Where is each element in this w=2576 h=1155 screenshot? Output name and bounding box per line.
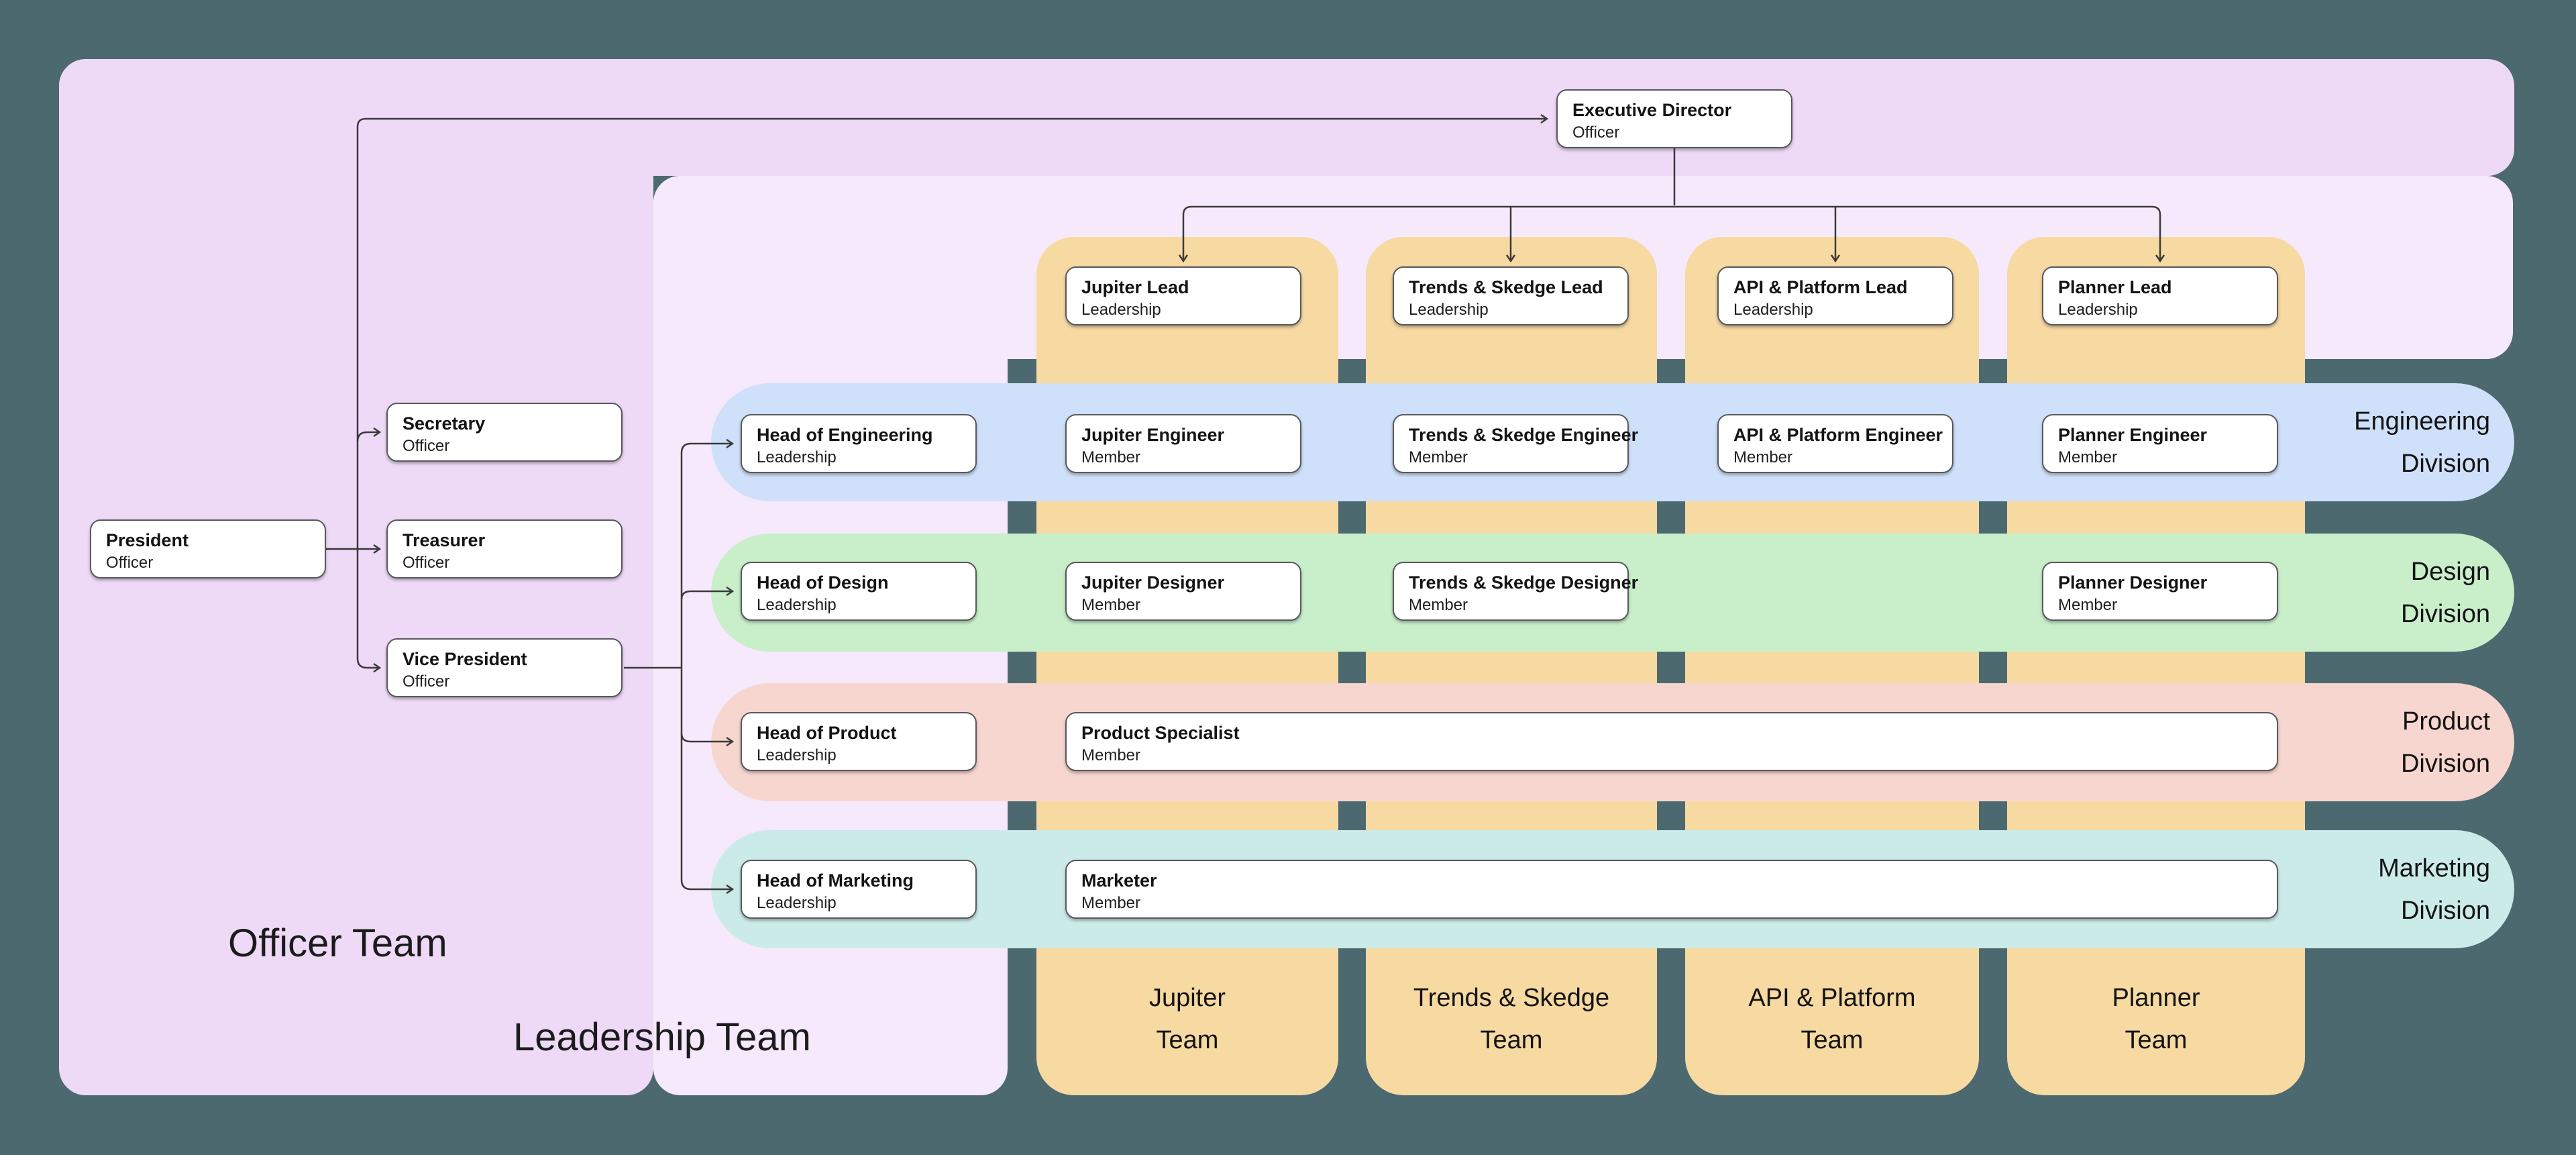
team-column-jupiter: [1036, 237, 1338, 1095]
node-title: President: [106, 530, 189, 550]
node-subtitle: Member: [1081, 894, 1141, 912]
node-subtitle: Member: [1409, 448, 1468, 466]
node-subtitle: Member: [2058, 448, 2118, 466]
node-executive-director[interactable]: Executive Director Officer: [1556, 89, 1792, 148]
node-title: API & Platform Engineer: [1733, 425, 1943, 445]
node-subtitle: Leadership: [757, 448, 837, 466]
node-title: Secretary: [402, 413, 486, 434]
node-title: Planner Designer: [2058, 572, 2208, 593]
node-subtitle: Leadership: [757, 746, 837, 764]
node-treasurer[interactable]: Treasurer Officer: [386, 519, 623, 579]
node-subtitle: Member: [1081, 448, 1141, 466]
division-label-engineering: Engineering Division: [2354, 407, 2490, 478]
officer-team-label: Officer Team: [228, 921, 447, 965]
node-subtitle: Member: [2058, 596, 2118, 614]
node-planner-designer[interactable]: Planner Designer Member: [2042, 562, 2278, 621]
team-label-api-platform: API & Platform Team: [1748, 984, 1916, 1054]
node-subtitle: Member: [1081, 596, 1141, 614]
node-subtitle: Officer: [1572, 123, 1620, 142]
leadership-team-label: Leadership Team: [513, 1015, 811, 1059]
node-title: Jupiter Engineer: [1081, 425, 1225, 445]
node-title: Head of Design: [757, 572, 889, 593]
node-subtitle: Leadership: [1733, 301, 1813, 319]
node-title: Trends & Skedge Designer: [1409, 572, 1639, 593]
node-title: Trends & Skedge Engineer: [1409, 425, 1639, 445]
node-title: Jupiter Lead: [1081, 277, 1189, 297]
node-head-of-marketing[interactable]: Head of Marketing Leadership: [741, 860, 977, 919]
node-subtitle: Leadership: [2058, 301, 2138, 319]
node-head-of-design[interactable]: Head of Design Leadership: [741, 562, 977, 621]
node-secretary[interactable]: Secretary Officer: [386, 403, 623, 462]
node-title: Jupiter Designer: [1081, 572, 1225, 593]
team-column-api-platform: [1685, 237, 1979, 1095]
division-label-design: Design Division: [2400, 558, 2490, 628]
node-title: Treasurer: [402, 530, 486, 550]
node-title: Marketer: [1081, 870, 1157, 891]
node-subtitle: Officer: [402, 554, 450, 572]
division-label-marketing: Marketing Division: [2378, 854, 2490, 925]
node-jupiter-engineer[interactable]: Jupiter Engineer Member: [1065, 414, 1301, 473]
node-trends-skedge-lead[interactable]: Trends & Skedge Lead Leadership: [1393, 266, 1629, 325]
node-product-specialist[interactable]: Product Specialist Member: [1065, 712, 2278, 771]
node-head-of-product[interactable]: Head of Product Leadership: [741, 712, 977, 771]
team-column-trends-skedge: [1366, 237, 1657, 1095]
team-label-jupiter: Jupiter Team: [1148, 984, 1226, 1054]
node-subtitle: Member: [1081, 746, 1141, 764]
node-subtitle: Officer: [402, 672, 450, 691]
node-president[interactable]: President Officer: [90, 519, 326, 579]
node-title: Head of Engineering: [757, 425, 933, 445]
node-title: Head of Marketing: [757, 870, 914, 891]
node-subtitle: Leadership: [757, 596, 837, 614]
team-label-trends-skedge: Trends & Skedge Team: [1413, 984, 1610, 1054]
node-title: Planner Lead: [2058, 277, 2172, 297]
node-title: API & Platform Lead: [1733, 277, 1908, 297]
node-marketer[interactable]: Marketer Member: [1065, 860, 2278, 919]
node-subtitle: Member: [1409, 596, 1468, 614]
node-planner-engineer[interactable]: Planner Engineer Member: [2042, 414, 2278, 473]
node-jupiter-lead[interactable]: Jupiter Lead Leadership: [1065, 266, 1301, 325]
node-trends-skedge-designer[interactable]: Trends & Skedge Designer Member: [1393, 562, 1639, 621]
node-subtitle: Member: [1733, 448, 1793, 466]
node-title: Executive Director: [1572, 100, 1732, 120]
node-planner-lead[interactable]: Planner Lead Leadership: [2042, 266, 2278, 325]
node-head-of-engineering[interactable]: Head of Engineering Leadership: [741, 414, 977, 473]
node-api-platform-lead[interactable]: API & Platform Lead Leadership: [1717, 266, 1953, 325]
node-subtitle: Leadership: [1409, 301, 1489, 319]
node-subtitle: Officer: [106, 554, 154, 572]
node-title: Vice President: [402, 649, 527, 669]
division-label-product: Product Division: [2400, 707, 2490, 778]
node-title: Trends & Skedge Lead: [1409, 277, 1603, 297]
team-label-planner: Planner Team: [2112, 984, 2200, 1054]
node-jupiter-designer[interactable]: Jupiter Designer Member: [1065, 562, 1301, 621]
team-column-planner: [2007, 237, 2305, 1095]
node-subtitle: Officer: [402, 437, 450, 455]
node-api-platform-engineer[interactable]: API & Platform Engineer Member: [1717, 414, 1953, 473]
node-subtitle: Leadership: [1081, 301, 1161, 319]
node-title: Product Specialist: [1081, 723, 1240, 743]
node-title: Planner Engineer: [2058, 425, 2208, 445]
node-title: Head of Product: [757, 723, 897, 743]
node-trends-skedge-engineer[interactable]: Trends & Skedge Engineer Member: [1393, 414, 1639, 473]
node-subtitle: Leadership: [757, 894, 837, 912]
node-vice-president[interactable]: Vice President Officer: [386, 638, 623, 697]
